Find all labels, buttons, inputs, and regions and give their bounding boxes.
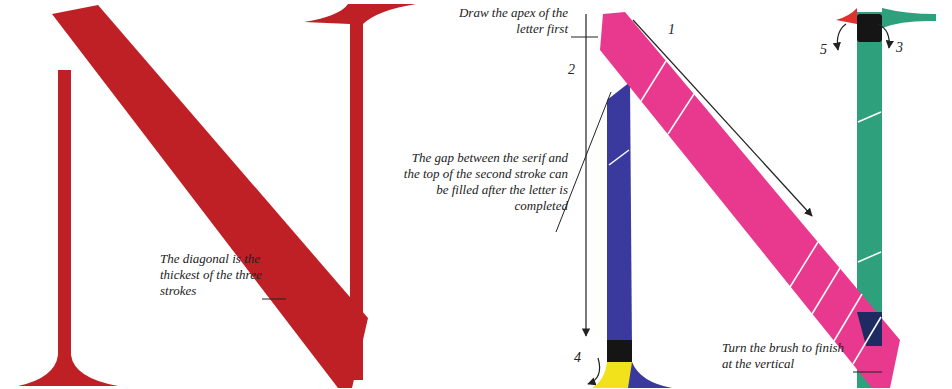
serif bbox=[18, 355, 118, 386]
stroke-arrow bbox=[588, 358, 600, 384]
callout-number: 1 bbox=[668, 22, 675, 38]
first-vertical-stroke bbox=[607, 82, 632, 350]
stroke-arrow bbox=[878, 24, 889, 48]
overlap-patch bbox=[857, 14, 882, 42]
callout-number: 4 bbox=[574, 350, 581, 366]
direction-arrows bbox=[586, 14, 889, 384]
thin-stroke bbox=[58, 70, 71, 375]
instruction-note: Draw the apex of the letter first bbox=[458, 5, 568, 37]
instruction-note: The diagonal is the thickest of the thre… bbox=[160, 251, 262, 299]
guide-lines bbox=[609, 61, 881, 364]
stroke-arrow bbox=[585, 14, 586, 336]
callout-number: 5 bbox=[820, 42, 827, 58]
overlap-patch bbox=[607, 340, 632, 364]
stroke-arrow bbox=[837, 24, 846, 50]
stroke-order-letter-n bbox=[592, 8, 936, 388]
serif-stroke bbox=[882, 8, 936, 28]
callout-number: 3 bbox=[896, 40, 903, 56]
leader-line bbox=[262, 299, 286, 300]
callout-number: 2 bbox=[568, 62, 575, 78]
instruction-note: The gap between the serif and the top of… bbox=[398, 150, 568, 214]
finished-letter-n bbox=[18, 4, 416, 388]
serif-stroke bbox=[836, 8, 857, 24]
diagonal-stroke bbox=[600, 12, 900, 388]
leader-lines bbox=[556, 37, 882, 372]
serif bbox=[304, 4, 416, 24]
stroke-arrow bbox=[633, 20, 812, 216]
overlap-patch bbox=[857, 312, 882, 346]
serif-stroke bbox=[628, 362, 672, 388]
instruction-note: Turn the brush to finish at the vertical bbox=[722, 340, 852, 372]
diagonal-stroke bbox=[52, 5, 368, 388]
thin-stroke bbox=[350, 10, 363, 380]
